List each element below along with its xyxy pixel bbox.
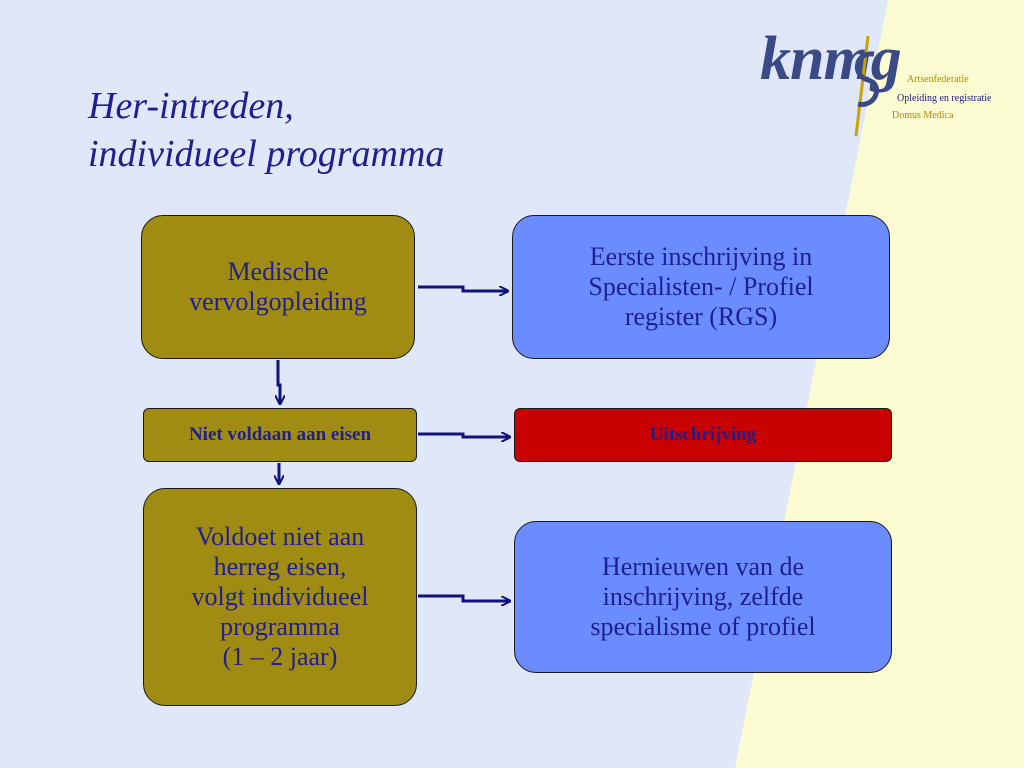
- logo-line-artsenfederatie: Artsenfederatie: [907, 74, 969, 85]
- box-medische-vervolgopleiding: Medische vervolgopleiding: [141, 215, 415, 359]
- title-line-1: Her-intreden,: [88, 85, 294, 127]
- staff-of-asclepius-icon: [854, 35, 880, 137]
- box-eerste-inschrijving: Eerste inschrijving in Specialisten- / P…: [512, 215, 890, 359]
- box-uitschrijving: Uitschrijving: [514, 408, 892, 462]
- box-hernieuwen: Hernieuwen van de inschrijving, zelfde s…: [514, 521, 892, 673]
- box-voldoet-niet-label: Voldoet niet aan herreg eisen, volgt ind…: [191, 522, 369, 671]
- arrow-medische-to-eerste: [418, 285, 508, 291]
- box-hernieuwen-label: Hernieuwen van de inschrijving, zelfde s…: [590, 552, 816, 641]
- knmg-logo: knmg Artsenfederatie Opleiding en regist…: [752, 22, 1012, 137]
- title-line-2: individueel programma: [88, 133, 445, 175]
- box-voldoet-niet: Voldoet niet aan herreg eisen, volgt ind…: [143, 488, 417, 706]
- logo-wordmark: knmg: [760, 25, 902, 93]
- box-niet-voldaan-label: Niet voldaan aan eisen: [188, 424, 372, 445]
- arrow-niet-voldaan-to-uitschrijving: [418, 434, 510, 437]
- arrow-voldoet-niet-to-hernieuwen: [418, 594, 510, 601]
- box-niet-voldaan: Niet voldaan aan eisen: [143, 408, 417, 462]
- slide-title: Her-intreden, individueel programma: [88, 82, 444, 178]
- box-uitschrijving-label: Uitschrijving: [649, 424, 757, 445]
- box-medische-label: Medische vervolgopleiding: [189, 257, 367, 316]
- box-eerste-label: Eerste inschrijving in Specialisten- / P…: [588, 242, 814, 331]
- logo-line-domus-medica: Domus Medica: [892, 110, 954, 121]
- arrow-medische-to-niet-voldaan: [278, 360, 280, 404]
- logo-line-opleiding: Opleiding en registratie: [897, 93, 992, 104]
